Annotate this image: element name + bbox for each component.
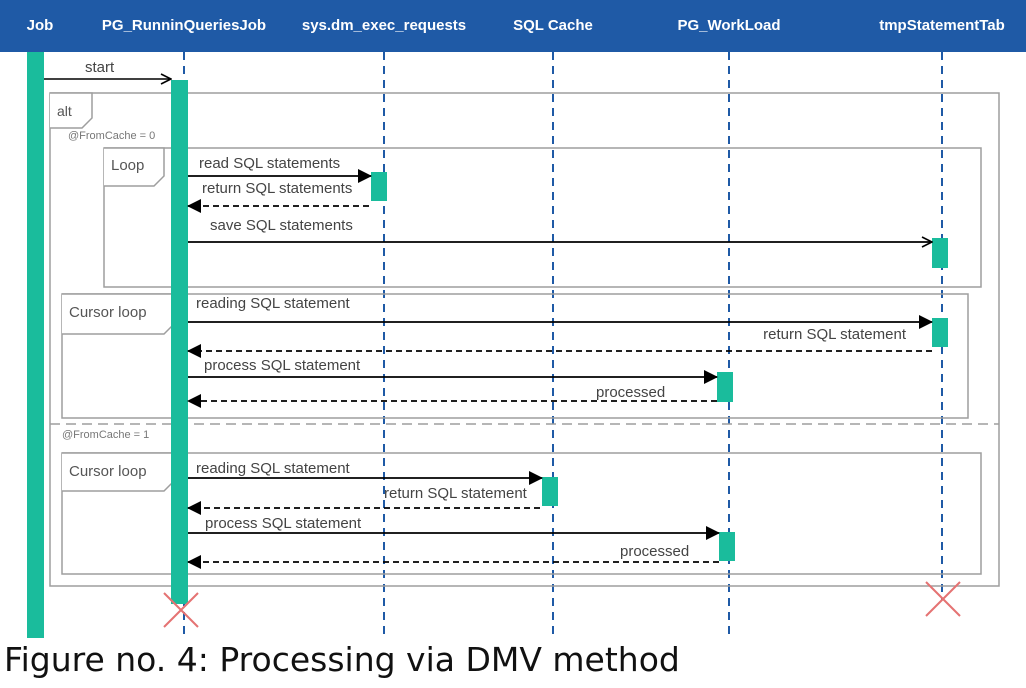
message-return-1-label: return SQL statement bbox=[763, 326, 907, 343]
activation-tmp-save bbox=[932, 238, 948, 268]
loop-label: Loop bbox=[111, 157, 144, 174]
message-return-2-label: return SQL statement bbox=[384, 485, 528, 502]
activation-sql-cache bbox=[542, 477, 558, 506]
lifelines bbox=[183, 52, 943, 638]
figure-caption: Figure no. 4: Processing via DMV method bbox=[4, 640, 680, 679]
messages: start read SQL statements return SQL sta… bbox=[44, 59, 933, 569]
guard-from-cache-0: @FromCache = 0 bbox=[68, 130, 155, 142]
participant-pg-runnin-queries-job: PG_RunninQueriesJob bbox=[101, 17, 267, 34]
activation-pg-runnin bbox=[171, 80, 188, 604]
activation-tmp-read bbox=[932, 318, 948, 347]
cursor-loop-fragment-2 bbox=[61, 452, 982, 575]
message-reading-1-label: reading SQL statement bbox=[196, 295, 351, 312]
loop-fragment-tab bbox=[104, 147, 165, 187]
cursor-loop-1-label: Cursor loop bbox=[69, 304, 147, 321]
activation-workload-1 bbox=[717, 372, 733, 402]
message-read-sql-label: read SQL statements bbox=[199, 155, 340, 172]
destroy-marker-pg-runnin bbox=[163, 592, 199, 628]
alt-fragment bbox=[49, 92, 1000, 587]
activation-workload-2 bbox=[719, 532, 735, 561]
sequence-diagram: alt @FromCache = 0 @FromCache = 1 Loop C… bbox=[27, 52, 1000, 638]
activation-dm-exec bbox=[371, 172, 387, 201]
alt-label: alt bbox=[57, 103, 72, 119]
guard-from-cache-1: @FromCache = 1 bbox=[62, 429, 149, 441]
participant-job: Job bbox=[26, 17, 54, 34]
participant-tmp-statement-tab: tmpStatementTab bbox=[879, 17, 1005, 34]
loop-fragment bbox=[103, 147, 982, 288]
participants-header: Job PG_RunninQueriesJob sys.dm_exec_requ… bbox=[0, 0, 1026, 52]
destroy-marker-tmp-statement bbox=[925, 581, 961, 617]
cursor-loop-fragment-1 bbox=[61, 293, 969, 419]
message-start-label: start bbox=[85, 59, 115, 76]
message-processed-1-label: processed bbox=[596, 384, 665, 401]
participant-sql-cache: SQL Cache bbox=[513, 17, 593, 34]
message-process-1-label: process SQL statement bbox=[204, 357, 361, 374]
participant-pg-workload: PG_WorkLoad bbox=[677, 17, 781, 34]
message-process-2-label: process SQL statement bbox=[205, 515, 362, 532]
participant-dm-exec-requests: sys.dm_exec_requests bbox=[301, 17, 467, 34]
message-return-sql-label: return SQL statements bbox=[202, 180, 352, 197]
activations bbox=[27, 52, 948, 638]
message-processed-2-label: processed bbox=[620, 543, 689, 560]
alt-fragment-tab bbox=[50, 92, 93, 129]
message-save-sql-label: save SQL statements bbox=[210, 217, 353, 234]
cursor-loop-2-label: Cursor loop bbox=[69, 463, 147, 480]
message-reading-2-label: reading SQL statement bbox=[196, 460, 351, 477]
activation-job bbox=[27, 52, 44, 638]
